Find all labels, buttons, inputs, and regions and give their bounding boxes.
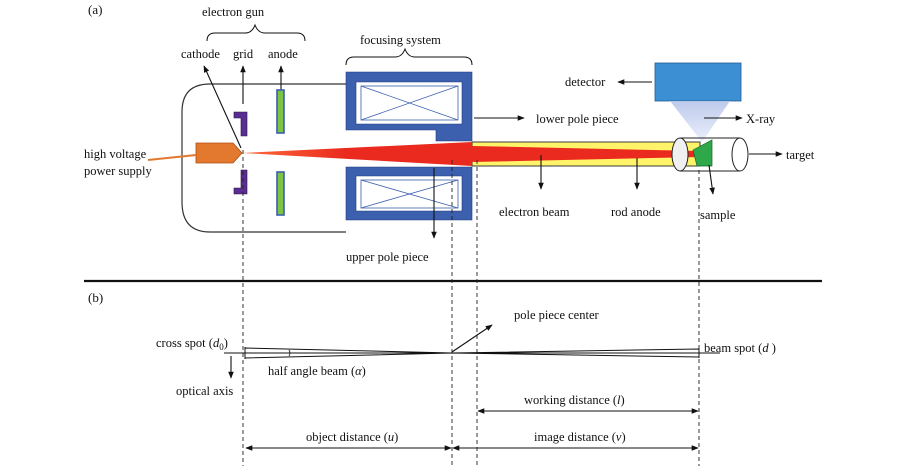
- cathode-pointer: [203, 65, 242, 149]
- upper-magnet: [345, 71, 473, 142]
- panel-a: (a) electron gun cathode grid anode high…: [84, 2, 815, 264]
- grid-electrode-upper: [233, 111, 248, 137]
- optical-axis-label: optical axis: [176, 384, 233, 398]
- half-angle-arc: [288, 349, 291, 357]
- target-cylinder: [671, 137, 749, 172]
- detector: [654, 62, 742, 102]
- hv-supply-label-line2: power supply: [84, 164, 152, 178]
- cathode-body: [195, 142, 243, 164]
- grid-label: grid: [233, 47, 254, 61]
- electron-gun-label: electron gun: [202, 5, 265, 19]
- electron-beam: [242, 142, 472, 166]
- lower-magnet: [345, 166, 473, 221]
- hv-supply-label-line1: high voltage: [84, 147, 147, 161]
- image-distance-label: image distance (v): [534, 430, 626, 444]
- target-label: target: [786, 148, 815, 162]
- sample-pointer: [708, 164, 715, 195]
- panel-a-tag: (a): [88, 2, 102, 17]
- electron-gun-brace: [206, 23, 306, 42]
- grid-electrode-lower: [233, 169, 248, 195]
- xray-cone: [670, 101, 730, 142]
- sample-label: sample: [700, 208, 736, 222]
- electron-beam-rod: [472, 146, 700, 162]
- panel-b: (b) pole piece center cross spot (d0) be…: [88, 290, 776, 451]
- lower-pole-piece-label: lower pole piece: [536, 112, 619, 126]
- xray-label: X-ray: [746, 112, 776, 126]
- sample-target: [692, 139, 713, 167]
- focusing-system-brace: [345, 47, 473, 66]
- pole-piece-center-pointer: [451, 324, 493, 353]
- focusing-system-label: focusing system: [360, 33, 441, 47]
- lower-coil-cross-b: [360, 179, 459, 209]
- pole-piece-center-label: pole piece center: [514, 308, 600, 322]
- object-distance-label: object distance (u): [306, 430, 398, 444]
- cathode-label: cathode: [181, 47, 220, 61]
- beam-spot-label: beam spot (d ): [704, 341, 776, 355]
- cross-spot-label: cross spot (d0): [156, 336, 228, 352]
- rod-anode-label: rod anode: [611, 205, 661, 219]
- upper-coil-cross-b: [360, 85, 459, 121]
- detector-label: detector: [565, 75, 606, 89]
- anode-label: anode: [268, 47, 298, 61]
- hv-cable: [147, 154, 197, 161]
- half-angle-label: half angle beam (α): [268, 364, 366, 378]
- working-distance-label: working distance (l): [524, 393, 625, 407]
- panel-b-tag: (b): [88, 290, 103, 305]
- guide-lines: [242, 150, 700, 466]
- upper-pole-piece-label: upper pole piece: [346, 250, 429, 264]
- anode-plate-upper: [276, 89, 285, 134]
- anode-plate-lower: [276, 171, 285, 216]
- electron-beam-label: electron beam: [499, 205, 570, 219]
